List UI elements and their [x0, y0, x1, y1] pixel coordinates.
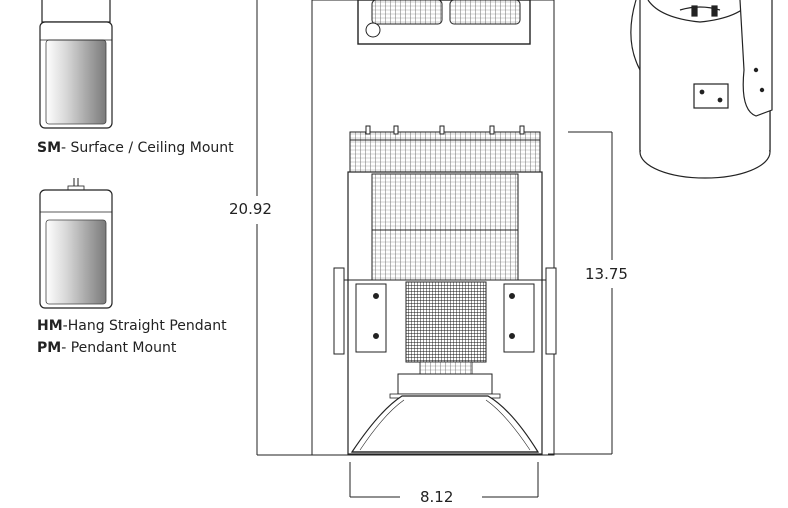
mount-text: Hang Straight Pendant — [67, 318, 227, 334]
dimension-overall-height: 20.92 — [227, 200, 274, 218]
dimension-body-height: 13.75 — [583, 265, 630, 283]
mount-text: Surface / Ceiling Mount — [70, 140, 234, 156]
hang-mount-thumbnail — [39, 178, 113, 309]
surface-mount-thumbnail — [39, 0, 113, 129]
dimension-width: 8.12 — [418, 488, 456, 506]
fixture-perspective-view — [630, 0, 773, 179]
mount-code: PM — [37, 340, 62, 356]
mount-label-sm: SM- Surface / Ceiling Mount — [37, 140, 234, 156]
mount-code: SM — [37, 140, 62, 156]
mount-label-hm: HM-Hang Straight Pendant — [37, 318, 227, 334]
fixture-front-view — [311, 0, 557, 456]
mount-text: Pendant Mount — [70, 340, 177, 356]
mount-code: HM — [37, 318, 63, 334]
dimension-lines — [256, 0, 613, 498]
mount-label-pm: PM- Pendant Mount — [37, 340, 177, 356]
